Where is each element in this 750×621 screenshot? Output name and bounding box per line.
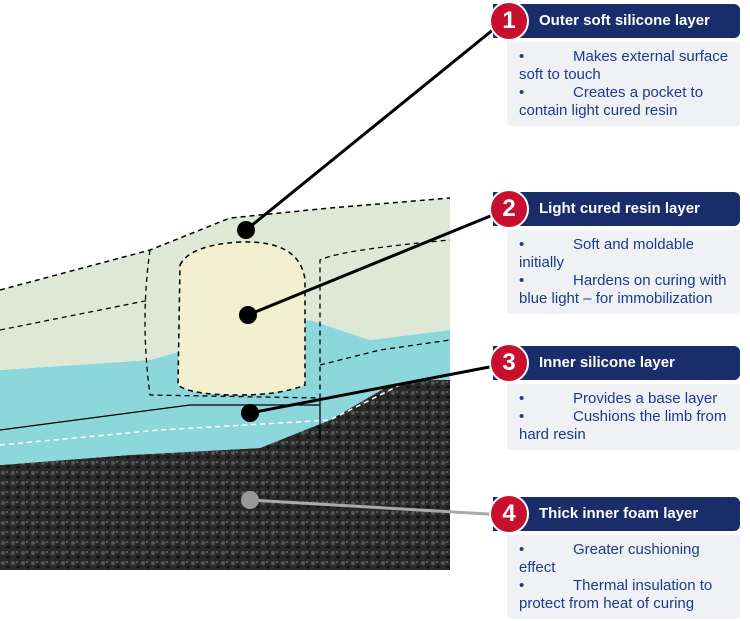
layer-2-badge: 2 xyxy=(489,189,529,229)
layer-4-title: Thick inner foam layer xyxy=(539,505,699,522)
layer-1-description: •Makes external surface soft to touch •C… xyxy=(507,42,740,126)
layer-2-bullet-1: Soft and moldable initially xyxy=(519,236,694,271)
layer-4-description: •Greater cushioning effect •Thermal insu… xyxy=(507,535,740,619)
layer-1-bullet-2: Creates a pocket to contain light cured … xyxy=(519,84,704,119)
layer-4-bullet-1: Greater cushioning effect xyxy=(519,541,700,576)
layer-2-bullet-2: Hardens on curing with blue light – for … xyxy=(519,272,727,307)
layer-2-callout: 2 Light cured resin layer •Soft and mold… xyxy=(489,189,740,314)
layer-4-callout: 4 Thick inner foam layer •Greater cushio… xyxy=(489,494,740,619)
layer-4-badge: 4 xyxy=(489,494,529,534)
layer-3-badge: 3 xyxy=(489,343,529,383)
layer-1-header: 1 Outer soft silicone layer xyxy=(489,1,740,41)
layer-3-title: Inner silicone layer xyxy=(539,354,675,371)
layer-2-description: •Soft and moldable initially •Hardens on… xyxy=(507,230,740,314)
layer-3-callout: 3 Inner silicone layer •Provides a base … xyxy=(489,343,740,450)
layer-1-callout: 1 Outer soft silicone layer •Makes exter… xyxy=(489,1,740,126)
layer-3-header: 3 Inner silicone layer xyxy=(489,343,740,383)
layer-2-title: Light cured resin layer xyxy=(539,200,700,217)
layer-1-badge: 1 xyxy=(489,1,529,41)
layer-1-title: Outer soft silicone layer xyxy=(539,12,710,29)
foam-layer xyxy=(0,380,450,570)
layer-4-header: 4 Thick inner foam layer xyxy=(489,494,740,534)
layer-2-header: 2 Light cured resin layer xyxy=(489,189,740,229)
layer-1-bullet-1: Makes external surface soft to touch xyxy=(519,48,729,83)
layer-3-description: •Provides a base layer •Cushions the lim… xyxy=(507,384,740,450)
layer-4-bullet-2: Thermal insulation to protect from heat … xyxy=(519,577,713,612)
layer-3-bullet-1: Provides a base layer xyxy=(573,390,718,407)
layer-3-bullet-2: Cushions the limb from hard resin xyxy=(519,408,727,443)
